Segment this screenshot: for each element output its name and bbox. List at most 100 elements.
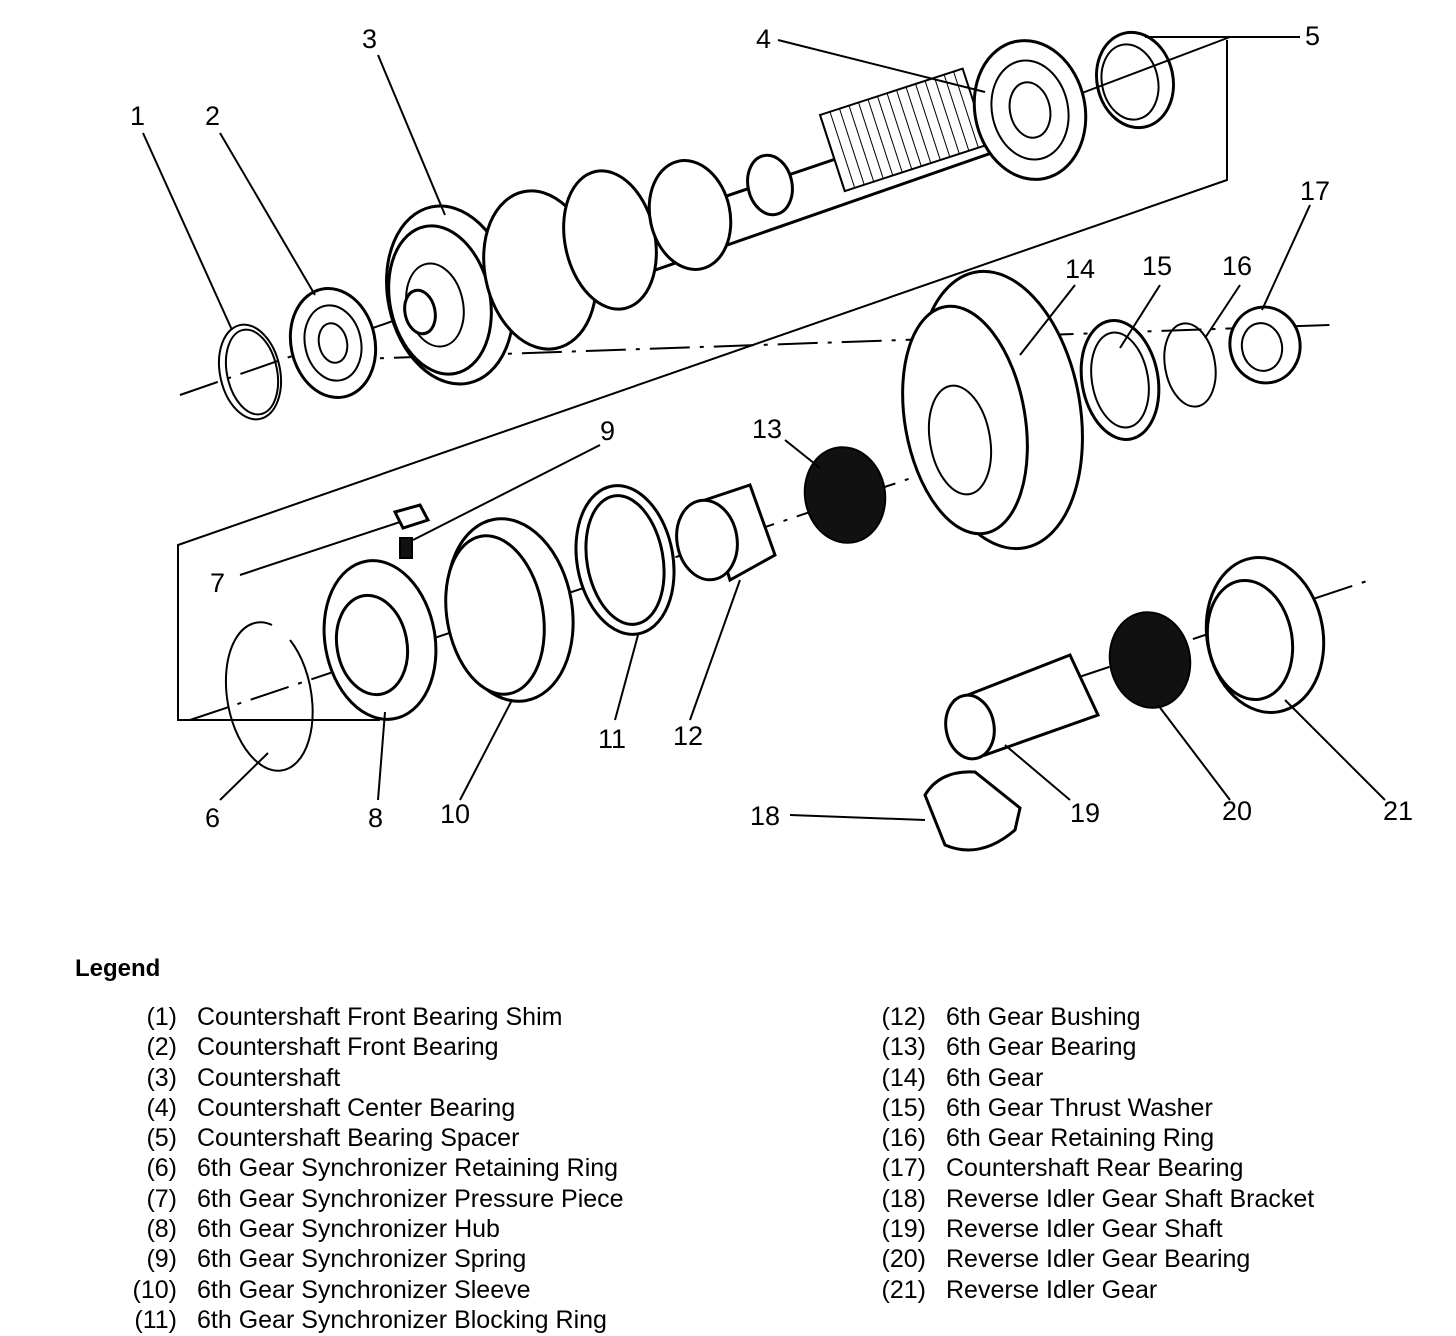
legend-item-number: (11) [134, 1305, 177, 1334]
reverse-idler-gear [1204, 556, 1326, 714]
legend-title: Legend [75, 955, 161, 982]
sixth-gear-synchronizer-pressure-piece [392, 503, 431, 530]
legend-column-left: (1) Countershaft Front Bearing Shim (2)Co… [133, 1002, 624, 1335]
legend-item-label: 6th Gear Bushing [946, 1003, 1141, 1031]
callout-10: 10 [440, 799, 470, 829]
callout-8: 8 [368, 803, 383, 833]
callout-2: 2 [205, 101, 220, 131]
legend-item: (21) Reverse Idler Gear [882, 1275, 1314, 1305]
legend-item-label: 6th Gear Synchronizer Spring [197, 1245, 527, 1274]
countershaft-front-bearing [288, 286, 378, 400]
sixth-gear-bearing [803, 446, 887, 544]
legend-item-number: (1) [146, 1003, 177, 1031]
legend-item-number: (13) [881, 1033, 926, 1062]
callout-20: 20 [1222, 796, 1252, 826]
legend-item-number: (16) [881, 1124, 926, 1153]
legend-item: (7) 6th Gear Synchronizer Pressure Piece [146, 1184, 624, 1214]
legend-item-label: 6th Gear Bearing [946, 1033, 1137, 1062]
legend-item-label: 6th Gear Synchronizer Retaining Ring [197, 1154, 619, 1183]
reverse-idler-gear-shaft [944, 653, 1101, 761]
callout-6: 6 [205, 803, 220, 833]
legend-item-number: (20) [881, 1245, 926, 1274]
sixth-gear-bushing [675, 483, 777, 583]
callout-17: 17 [1300, 176, 1330, 206]
legend-item: (17) Countershaft Rear Bearing [882, 1153, 1314, 1183]
legend-item: (1) Countershaft Front Bearing Shim [146, 1002, 624, 1032]
legend-item-number: (6) [146, 1154, 177, 1183]
callout-9: 9 [600, 416, 615, 446]
legend-item: (13) 6th Gear Bearing [882, 1032, 1314, 1062]
legend-item: (12) 6th Gear Bushing [882, 1002, 1314, 1032]
sixth-gear-synchronizer-blocking-ring [574, 484, 676, 636]
legend-item-number: (17) [881, 1154, 926, 1183]
sixth-gear-synchronizer-hub [322, 559, 438, 721]
legend-item-label: Countershaft Rear Bearing [946, 1154, 1244, 1183]
callout-11: 11 [598, 724, 626, 754]
callout-1: 1 [130, 101, 145, 131]
legend-item: (11) 6th Gear Synchronizer Blocking Ring [134, 1305, 624, 1335]
callout-14: 14 [1065, 254, 1095, 284]
sixth-gear-retaining-ring [1163, 322, 1217, 408]
legend-item: (20)Reverse Idler Gear Bearing [882, 1244, 1314, 1274]
legend-item-number: (5) [146, 1124, 177, 1153]
assembly-frame-line [177, 40, 1228, 721]
legend-item-number: (7) [146, 1184, 177, 1213]
legend-item: (5) Countershaft Bearing Spacer [146, 1123, 624, 1153]
legend-item-label: Reverse Idler Gear Shaft [946, 1215, 1223, 1244]
legend-item: (6) 6th Gear Synchronizer Retaining Ring [146, 1153, 624, 1183]
legend-item-label: Countershaft Front Bearing Shim [197, 1003, 563, 1031]
legend-item: (15) 6th Gear Thrust Washer [882, 1093, 1314, 1123]
legend-item-number: (10) [132, 1275, 177, 1304]
callout-19: 19 [1070, 798, 1100, 828]
legend-item-label: Countershaft [197, 1063, 341, 1092]
legend-item: (8) 6th Gear Synchronizer Hub [146, 1214, 624, 1244]
legend-item-label: 6th Gear Thrust Washer [946, 1093, 1213, 1122]
callout-5: 5 [1305, 21, 1320, 51]
legend-item-number: (14) [881, 1063, 926, 1092]
legend-item-label: 6th Gear Synchronizer Sleeve [197, 1275, 531, 1304]
legend-item-number: (12) [881, 1003, 926, 1031]
legend-item: (18)Reverse Idler Gear Shaft Bracket [882, 1184, 1315, 1214]
countershaft-rear-bearing [1228, 305, 1302, 385]
callout-13: 13 [752, 414, 782, 444]
callout-7: 7 [210, 568, 225, 598]
legend-item-label: 6th Gear Synchronizer Hub [197, 1215, 500, 1244]
countershaft-front-bearing-shim [218, 323, 282, 421]
sixth-gear-synchronizer-spring [399, 537, 413, 559]
legend-item-label: 6th Gear Synchronizer Blocking Ring [197, 1305, 607, 1334]
countershaft-bearing-spacer [1095, 30, 1175, 130]
legend-item: (4) Countershaft Center Bearing [146, 1093, 624, 1123]
legend-item-label: Reverse Idler Gear [946, 1275, 1158, 1304]
legend-item: (2)Countershaft Front Bearing [146, 1032, 624, 1062]
sixth-gear [901, 269, 1084, 551]
legend-item-number: (8) [146, 1215, 177, 1244]
legend-item: (16) 6th Gear Retaining Ring [882, 1123, 1314, 1153]
legend-item: (19) Reverse Idler Gear Shaft [882, 1214, 1314, 1244]
legend-item-label: Countershaft Front Bearing [197, 1033, 499, 1062]
exploded-view-diagram: 1 2 3 4 5 6 7 8 9 10 11 12 13 14 15 16 1… [130, 21, 1413, 852]
legend-item: (14) 6th Gear [882, 1063, 1314, 1093]
legend-item-number: (9) [146, 1245, 177, 1274]
legend-item-number: (19) [881, 1215, 926, 1244]
reverse-idler-gear-bearing [1108, 611, 1192, 709]
sixth-gear-synchronizer-retaining-ring [224, 621, 314, 772]
callout-21: 21 [1383, 796, 1413, 826]
legend-item-label: Countershaft Center Bearing [197, 1093, 516, 1122]
callout-15: 15 [1142, 251, 1172, 281]
legend-item-number: (4) [146, 1093, 177, 1122]
legend-item-number: (15) [881, 1093, 926, 1122]
callout-16: 16 [1222, 251, 1252, 281]
legend-item-number: (18) [881, 1184, 926, 1213]
legend-item-label: 6th Gear Synchronizer Pressure Piece [197, 1184, 624, 1213]
leader-lines [142, 36, 1386, 821]
sixth-gear-synchronizer-sleeve [444, 517, 575, 703]
legend-item-number: (3) [146, 1063, 177, 1092]
legend-item: (10) 6th Gear Synchronizer Sleeve [133, 1275, 624, 1305]
callout-12: 12 [673, 721, 703, 751]
legend-item-label: 6th Gear Retaining Ring [946, 1124, 1215, 1153]
legend-item-label: Countershaft Bearing Spacer [197, 1124, 520, 1153]
legend-item: (9) 6th Gear Synchronizer Spring [146, 1244, 624, 1274]
legend-item-number: (21) [881, 1275, 926, 1304]
legend-item-label: 6th Gear [946, 1063, 1044, 1092]
sixth-gear-thrust-washer [1079, 319, 1161, 441]
